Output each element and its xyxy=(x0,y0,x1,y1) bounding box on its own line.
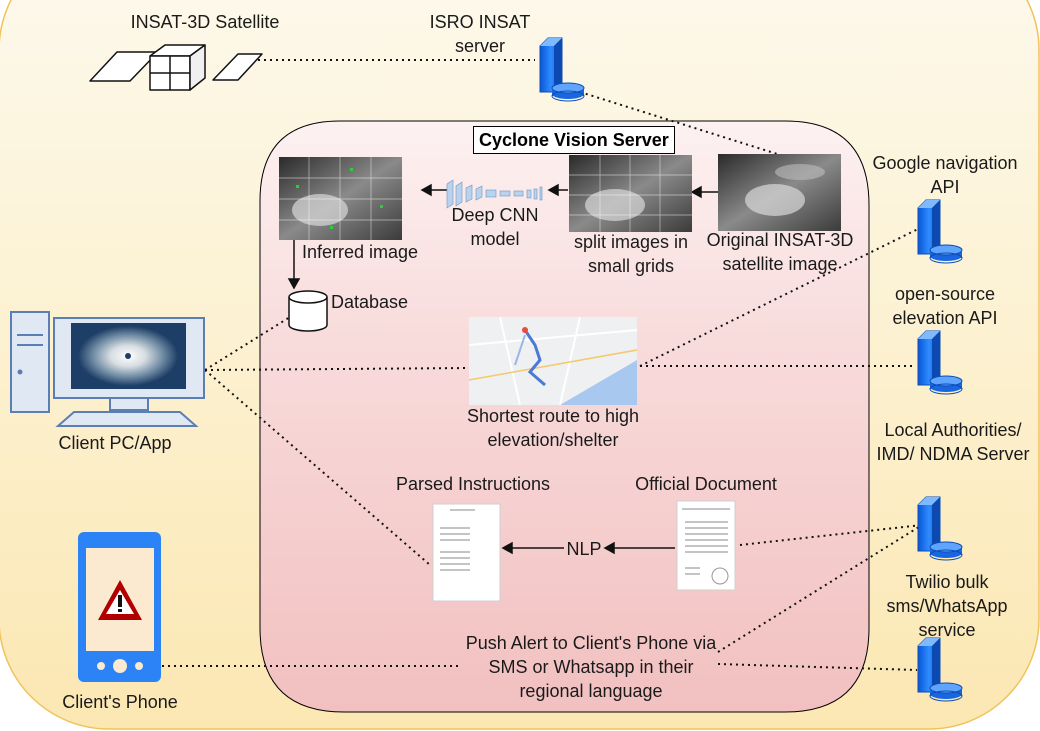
inferred-image-label: Inferred image xyxy=(301,242,419,262)
satellite-icon xyxy=(89,44,263,91)
diagram-title: Cyclone Vision Server xyxy=(473,126,675,154)
document-icon xyxy=(432,503,501,602)
parsed-instructions-label: Parsed Instructions xyxy=(395,474,551,494)
warning-icon xyxy=(98,580,142,620)
satellite-label: INSAT-3D Satellite xyxy=(130,12,280,32)
twilio-label: Twilio bulk sms/WhatsApp service xyxy=(886,572,1008,640)
solid-arrows xyxy=(287,183,718,555)
dotted-connectors xyxy=(162,59,923,671)
split-images-label: split images in small grids xyxy=(573,232,689,276)
document-icon xyxy=(676,500,736,591)
map-thumbnail xyxy=(468,316,638,406)
neural-network-icon xyxy=(446,179,543,209)
push-alert-label: Push Alert to Client's Phone via SMS or … xyxy=(465,633,717,701)
original-satellite-image xyxy=(718,154,841,231)
inferred-image xyxy=(279,157,402,240)
nlp-label: NLP xyxy=(566,539,602,559)
cnn-model-label: Deep CNN model xyxy=(451,205,539,249)
google-api-label: Google navigation API xyxy=(872,153,1018,197)
elevation-api-label: open-source elevation API xyxy=(892,284,998,328)
database-label: Database xyxy=(331,292,409,312)
official-document-label: Official Document xyxy=(635,474,777,494)
database-icon xyxy=(288,290,328,332)
desktop-pc-icon xyxy=(10,311,205,427)
shortest-route-label: Shortest route to high elevation/shelter xyxy=(466,406,640,450)
client-pc-label: Client PC/App xyxy=(58,433,172,453)
split-images-grid xyxy=(569,155,692,232)
isro-server-label: ISRO INSAT server xyxy=(429,12,531,56)
original-image-label: Original INSAT-3D satellite image xyxy=(706,230,854,274)
authorities-server-label: Local Authorities/ IMD/ NDMA Server xyxy=(876,420,1030,464)
client-phone-label: Client's Phone xyxy=(62,692,178,712)
